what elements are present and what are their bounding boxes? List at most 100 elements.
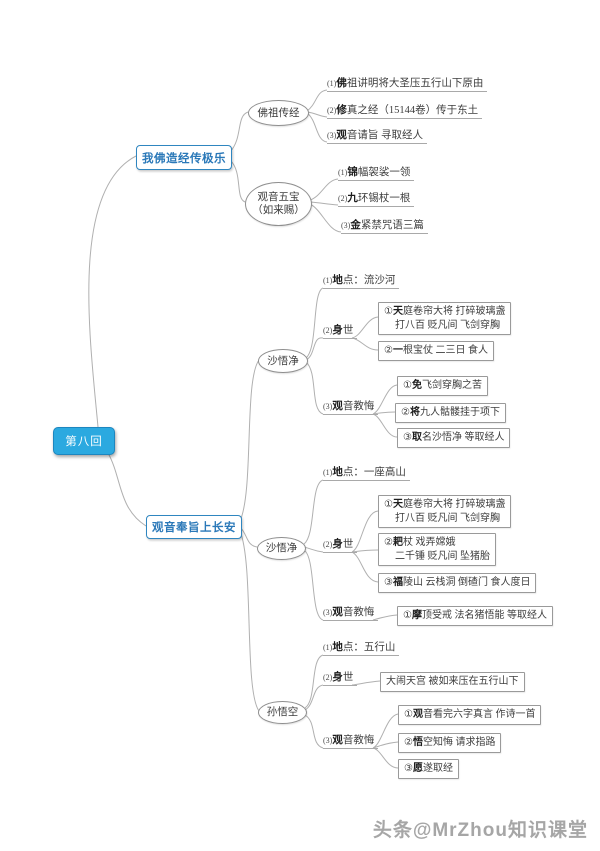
leaf-text: 点：五行山: [342, 642, 396, 653]
topic-ellipse-fozuchuanjing: 佛祖传经: [248, 100, 309, 126]
topic-label: 沙悟净: [265, 543, 298, 554]
detail-num: ②: [384, 537, 393, 548]
leaf-text: 真之经（15144卷）传于东土: [346, 105, 479, 116]
leaf-location: (1)地点：一座高山: [323, 466, 410, 481]
detail-bold: 摩: [411, 610, 422, 621]
leaf-num: (2): [323, 673, 333, 682]
detail-text: 音看完六字真言 作诗一首: [422, 709, 536, 720]
leaf-text: 幅袈裟一领: [357, 167, 411, 178]
detail-box: 大闹天宫 被如来压在五行山下: [380, 672, 525, 692]
detail-text: 庭卷帘大将 打碎玻璃盏: [402, 499, 506, 510]
leaf-num: (1): [338, 168, 348, 177]
detail-num: ①: [384, 499, 393, 510]
root-label: 第八回: [65, 436, 103, 448]
topic-label: 孙悟空: [266, 707, 299, 718]
leaf-location: (1)地点：五行山: [323, 641, 400, 656]
leaf-bold: 地: [332, 642, 343, 653]
detail-bold: 免: [411, 380, 422, 391]
detail-num: ①: [403, 380, 412, 391]
leaf-text: 世: [342, 672, 354, 683]
leaf-num: (3): [323, 608, 333, 617]
leaf-num: (1): [323, 468, 333, 477]
detail-text: 大闹天宫 被如来压在五行山下: [386, 676, 519, 687]
detail-text: 遂取经: [422, 763, 453, 774]
detail-bold: 取: [411, 432, 422, 443]
detail-num: ②: [401, 407, 410, 418]
detail-bold: 耙: [392, 537, 403, 548]
detail-box: ①免飞剑穿胸之苦: [397, 376, 488, 396]
detail-box: ③愿遂取经: [398, 759, 459, 779]
topic-ellipse-sunwukong: 孙悟空: [258, 701, 307, 724]
leaf-teach-label: (3)观音教悔: [323, 734, 379, 749]
leaf-text: 点：一座高山: [342, 467, 406, 478]
branch-box-changan: 观音奉旨上长安: [146, 515, 242, 539]
branch-box-jile: 我佛造经传极乐: [136, 145, 232, 170]
leaf-text: 音教悔: [342, 607, 375, 618]
leaf-text: 音教悔: [342, 401, 375, 412]
leaf-item: (3)观音请旨 寻取经人: [327, 129, 427, 144]
topic-label-line1: 观音五宝: [257, 192, 300, 203]
detail-box: ①摩顶受戒 法名猪悟能 等取经人: [397, 606, 553, 626]
leaf-location: (1)地点：流沙河: [323, 274, 400, 289]
detail-box: ①观音看完六字真言 作诗一首: [398, 705, 542, 725]
leaf-bold: 身: [332, 325, 343, 336]
detail-bold: 愿: [412, 763, 423, 774]
leaf-teach-label: (3)观音教悔: [323, 606, 379, 621]
leaf-num: (3): [341, 221, 351, 230]
detail-text: 陵山 云栈洞 倒碴门 食人度日: [402, 577, 531, 588]
leaf-bold: 身: [332, 672, 343, 683]
leaf-bold: 锦: [347, 167, 358, 178]
leaf-num: (2): [327, 106, 337, 115]
topic-ellipse-guanyinwubao: 观音五宝 （如来赐）: [245, 182, 312, 226]
leaf-bold: 九: [347, 193, 358, 204]
leaf-life-label: (2)身世: [323, 671, 358, 686]
detail-box: ②悟空知悔 请求指路: [398, 733, 502, 753]
detail-bold: 观: [412, 709, 423, 720]
detail-num: ②: [384, 345, 393, 356]
leaf-life-label: (2)身世: [323, 538, 358, 553]
detail-num: ①: [403, 610, 412, 621]
leaf-text: 点：流沙河: [342, 275, 396, 286]
detail-box: ②耙杖 戏弄嫦娥 二千锤 贬凡间 坠猪胎: [378, 533, 496, 566]
detail-text-line2: 二千锤 贬凡间 坠猪胎: [395, 550, 490, 562]
leaf-num: (3): [323, 736, 333, 745]
leaf-item: (1)锦幅袈裟一领: [338, 166, 415, 181]
detail-num: ③: [403, 432, 412, 443]
topic-ellipse-shawujing-2: 沙悟净: [257, 537, 306, 560]
topic-label: 沙悟净: [267, 355, 299, 367]
leaf-bold: 金: [350, 220, 361, 231]
leaf-num: (1): [327, 79, 337, 88]
detail-num: ①: [404, 709, 413, 720]
detail-text: 根宝仗 二三日 食人: [402, 345, 488, 356]
detail-box: ③取名沙悟净 等取经人: [397, 428, 511, 448]
detail-text: 庭卷帘大将 打碎玻璃盏: [402, 306, 506, 317]
detail-text: 顶受戒 法名猪悟能 等取经人: [421, 610, 547, 621]
detail-box: ②将九人骷髅挂于项下: [395, 403, 506, 423]
detail-text-line2: 打八百 贬凡间 飞剑穿胸: [395, 512, 500, 524]
root-node: 第八回: [53, 427, 115, 455]
leaf-num: (2): [338, 194, 348, 203]
leaf-item: (3)金紧禁咒语三篇: [341, 219, 428, 234]
leaf-item: (2)九环锡杖一根: [338, 192, 415, 207]
leaf-text: 世: [342, 539, 354, 550]
detail-text: 杖 戏弄嫦娥: [402, 537, 456, 548]
leaf-bold: 身: [332, 539, 343, 550]
detail-box: ③福陵山 云栈洞 倒碴门 食人度日: [378, 573, 537, 593]
detail-box: ①天庭卷帘大将 打碎玻璃盏 打八百 贬凡间 飞剑穿胸: [378, 302, 512, 335]
leaf-bold: 观: [336, 130, 347, 141]
detail-text: 名沙悟净 等取经人: [421, 432, 505, 443]
branch-label: 我佛造经传极乐: [142, 152, 226, 165]
detail-bold: 悟: [412, 737, 423, 748]
detail-text: 九人骷髅挂于项下: [419, 407, 500, 418]
detail-text-line2: 打八百 贬凡间 飞剑穿胸: [395, 319, 500, 331]
leaf-text: 世: [342, 325, 354, 336]
leaf-num: (3): [327, 131, 337, 140]
detail-num: ①: [384, 306, 393, 317]
detail-num: ③: [404, 763, 413, 774]
leaf-bold: 修: [336, 105, 347, 116]
leaf-text: 祖讲明将大圣压五行山下原由: [346, 78, 484, 89]
detail-text: 飞剑穿胸之苦: [421, 380, 482, 391]
detail-text: 空知悔 请求指路: [422, 737, 496, 748]
leaf-bold: 佛: [336, 78, 347, 89]
